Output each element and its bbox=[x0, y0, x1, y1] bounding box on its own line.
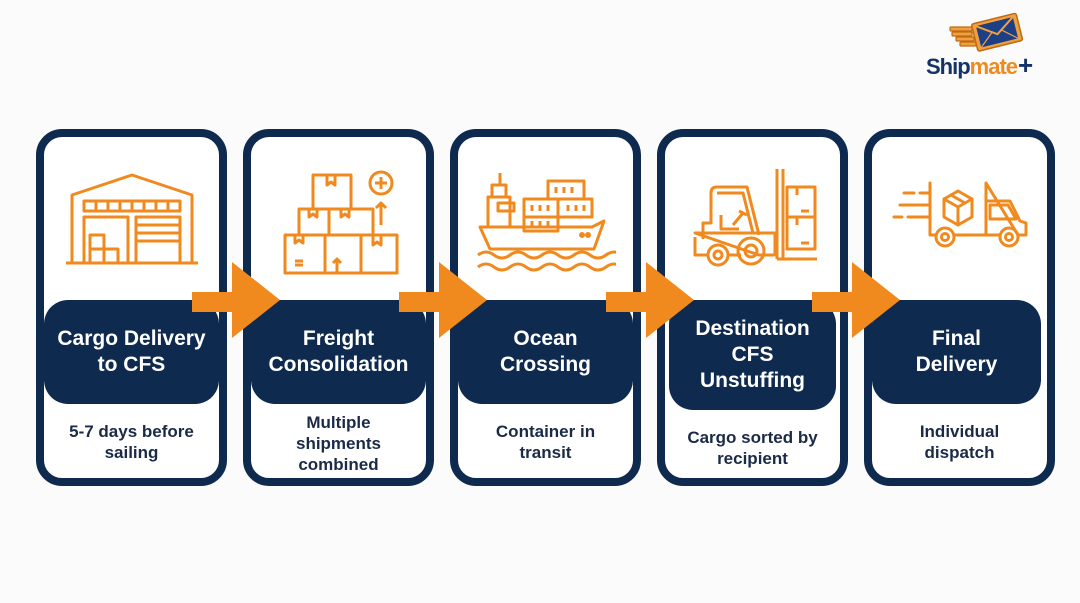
logo-wordmark: Shipmate+ bbox=[926, 50, 1033, 80]
arrow-right-icon bbox=[812, 262, 900, 338]
shipmate-logo: Shipmate+ bbox=[926, 12, 1058, 79]
arrow-right-icon bbox=[399, 262, 487, 338]
cargo-ship-icon bbox=[476, 173, 616, 272]
logo-text-mate: mate bbox=[969, 54, 1018, 79]
arrow-right-icon bbox=[606, 262, 694, 338]
envelope-logo-icon bbox=[949, 12, 1024, 52]
stacked-boxes-icon bbox=[283, 170, 398, 275]
logo-text-plus: + bbox=[1018, 50, 1033, 80]
forklift-icon bbox=[693, 169, 817, 267]
arrow-right-icon bbox=[192, 262, 280, 338]
logo-text-ship: Ship bbox=[926, 54, 971, 79]
warehouse-icon bbox=[65, 173, 198, 265]
delivery-truck-icon bbox=[892, 181, 1027, 248]
